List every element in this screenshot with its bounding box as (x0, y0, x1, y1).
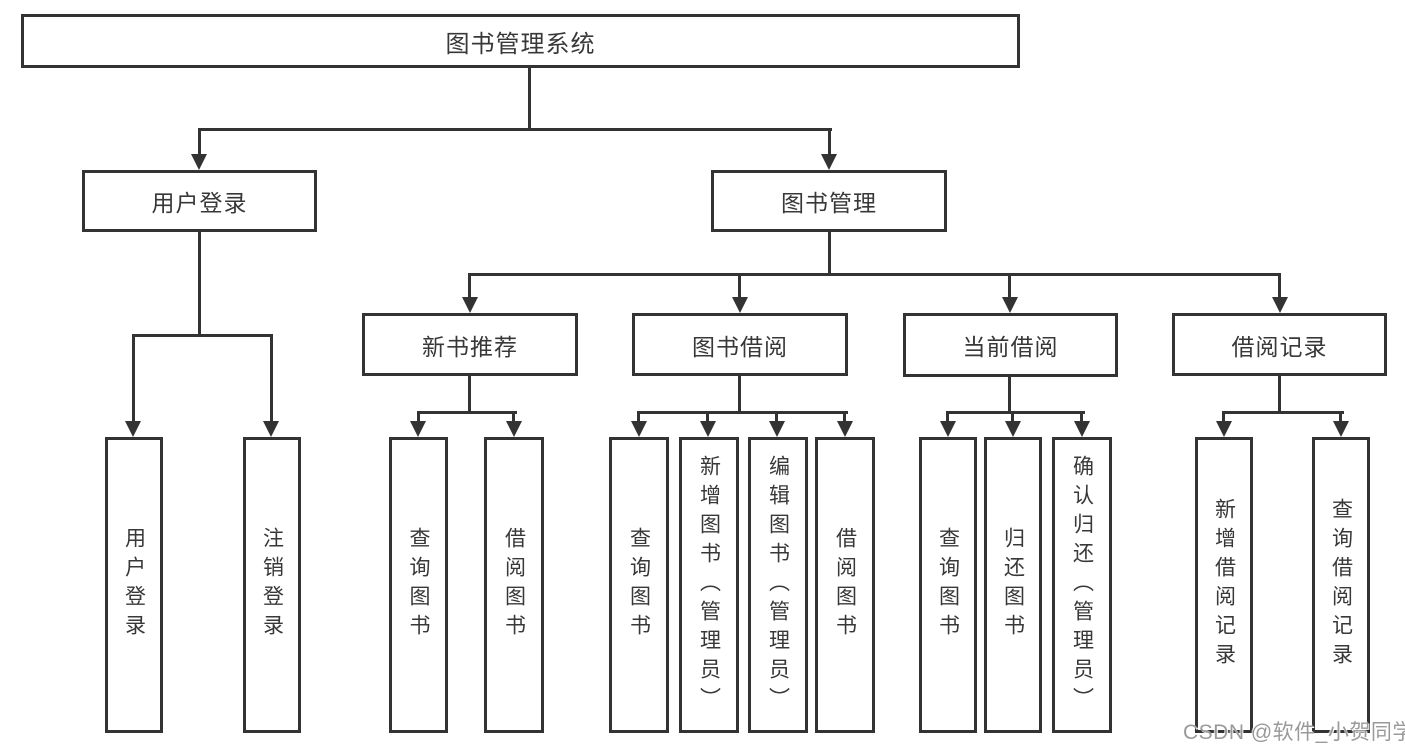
arrow-down-icon (1002, 297, 1018, 313)
connector-line (198, 232, 201, 334)
arrow-down-icon (732, 297, 748, 313)
connector-line (468, 273, 471, 299)
arrow-down-icon (700, 421, 716, 437)
connector-line (738, 273, 741, 299)
connector-line (1222, 411, 1225, 422)
arrow-down-icon (1005, 421, 1021, 437)
connector-line (1080, 411, 1083, 422)
arrow-down-icon (1333, 421, 1349, 437)
connector-line (1011, 411, 1014, 422)
connector-line (1339, 411, 1342, 422)
connector-line (1008, 377, 1011, 411)
connector-line (468, 376, 471, 411)
connector-line (828, 128, 831, 156)
connector-line (738, 376, 741, 411)
connector-line (843, 411, 846, 422)
connector-line (637, 411, 848, 414)
leaf-borrow-books-borrowing: 借阅图书 (815, 437, 875, 733)
node-book-borrowing: 图书借阅 (632, 313, 848, 376)
connector-line (706, 411, 709, 422)
connector-line (775, 411, 778, 422)
node-user-login: 用户登录 (82, 170, 317, 232)
csdn-watermark: CSDN @软件_小贺同学 (1183, 721, 1405, 744)
leaf-add-books-admin: 新增图书（管理员） (679, 437, 739, 733)
connector-line (1278, 376, 1281, 411)
leaf-confirm-return-admin: 确认归还（管理员） (1052, 437, 1112, 733)
connector-line (637, 411, 640, 422)
node-root: 图书管理系统 (21, 14, 1020, 68)
node-book-management: 图书管理 (711, 170, 947, 232)
connector-line (417, 411, 420, 422)
connector-line (528, 68, 531, 128)
arrow-down-icon (769, 421, 785, 437)
leaf-user-login: 用户登录 (105, 437, 163, 733)
connector-line (1222, 411, 1344, 414)
connector-line (132, 334, 273, 337)
connector-line (1278, 273, 1281, 299)
arrow-down-icon (462, 297, 478, 313)
node-current-borrowing: 当前借阅 (903, 313, 1118, 377)
leaf-logout-login: 注销登录 (243, 437, 301, 733)
connector-line (946, 411, 1085, 414)
arrow-down-icon (631, 421, 647, 437)
arrow-down-icon (837, 421, 853, 437)
node-borrow-records: 借阅记录 (1172, 313, 1387, 376)
connector-line (417, 411, 517, 414)
arrow-down-icon (125, 421, 141, 437)
arrow-down-icon (1074, 421, 1090, 437)
connector-line (198, 128, 201, 156)
connector-line (270, 334, 273, 422)
arrow-down-icon (506, 421, 522, 437)
leaf-add-borrow-record: 新增借阅记录 (1195, 437, 1253, 733)
connector-line (468, 273, 1281, 276)
arrow-down-icon (821, 154, 837, 170)
leaf-query-books-recommend: 查询图书 (389, 437, 448, 733)
leaf-edit-books-admin: 编辑图书（管理员） (748, 437, 808, 733)
arrow-down-icon (1216, 421, 1232, 437)
leaf-query-books-borrowing: 查询图书 (609, 437, 669, 733)
arrow-down-icon (940, 421, 956, 437)
leaf-return-books: 归还图书 (984, 437, 1042, 733)
connector-line (828, 232, 831, 273)
connector-line (946, 411, 949, 422)
connector-line (198, 128, 832, 131)
leaf-borrow-books-recommend: 借阅图书 (484, 437, 544, 733)
node-new-book-recommend: 新书推荐 (362, 313, 578, 376)
connector-line (132, 334, 135, 422)
arrow-down-icon (191, 154, 207, 170)
arrow-down-icon (1272, 297, 1288, 313)
leaf-query-books-current: 查询图书 (919, 437, 977, 733)
arrow-down-icon (263, 421, 279, 437)
connector-line (512, 411, 515, 422)
arrow-down-icon (410, 421, 426, 437)
connector-line (1008, 273, 1011, 299)
leaf-query-borrow-record: 查询借阅记录 (1312, 437, 1370, 733)
